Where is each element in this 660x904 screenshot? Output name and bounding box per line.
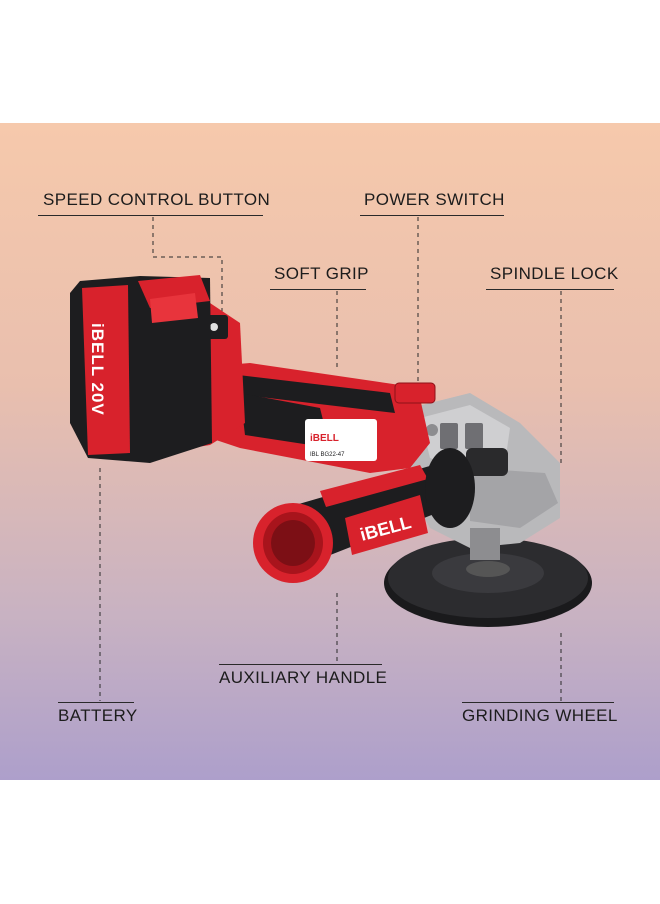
rating-label	[305, 419, 377, 461]
body-brand: iBELL	[310, 433, 339, 444]
spindle-lock-button	[466, 448, 508, 476]
auxiliary-handle	[253, 448, 475, 583]
label-auxiliary-handle: AUXILIARY HANDLE	[219, 668, 388, 687]
motor-body	[190, 363, 436, 473]
leader-spindle-lock	[500, 291, 562, 464]
underline-grinding-wheel	[462, 702, 614, 703]
underline-power-switch	[360, 215, 504, 216]
label-spindle-lock: SPINDLE LOCK	[490, 264, 619, 283]
grinding-wheel	[384, 538, 592, 627]
underline-spindle-lock	[486, 289, 614, 290]
label-speed-control-button: SPEED CONTROL BUTTON	[43, 190, 271, 209]
model-number: IBL BG22-47	[310, 452, 345, 458]
underline-soft-grip	[270, 289, 366, 290]
product-panel: iBELL IBL BG22-47 iBELL 20V	[0, 123, 660, 780]
battery-brand: iBELL 20V	[88, 323, 107, 416]
speed-button-2	[210, 323, 218, 331]
underline-auxiliary-handle	[219, 664, 382, 665]
underline-battery	[58, 702, 134, 703]
angle-grinder-illustration: iBELL IBL BG22-47 iBELL 20V	[70, 217, 592, 701]
battery	[70, 275, 212, 463]
label-battery: BATTERY	[58, 706, 138, 725]
label-soft-grip: SOFT GRIP	[274, 264, 369, 283]
label-power-switch: POWER SWITCH	[364, 190, 505, 209]
underline-speed-control	[38, 215, 263, 216]
leader-speed-control	[152, 217, 223, 335]
leader-lines	[99, 217, 562, 701]
label-grinding-wheel: GRINDING WHEEL	[462, 706, 618, 725]
